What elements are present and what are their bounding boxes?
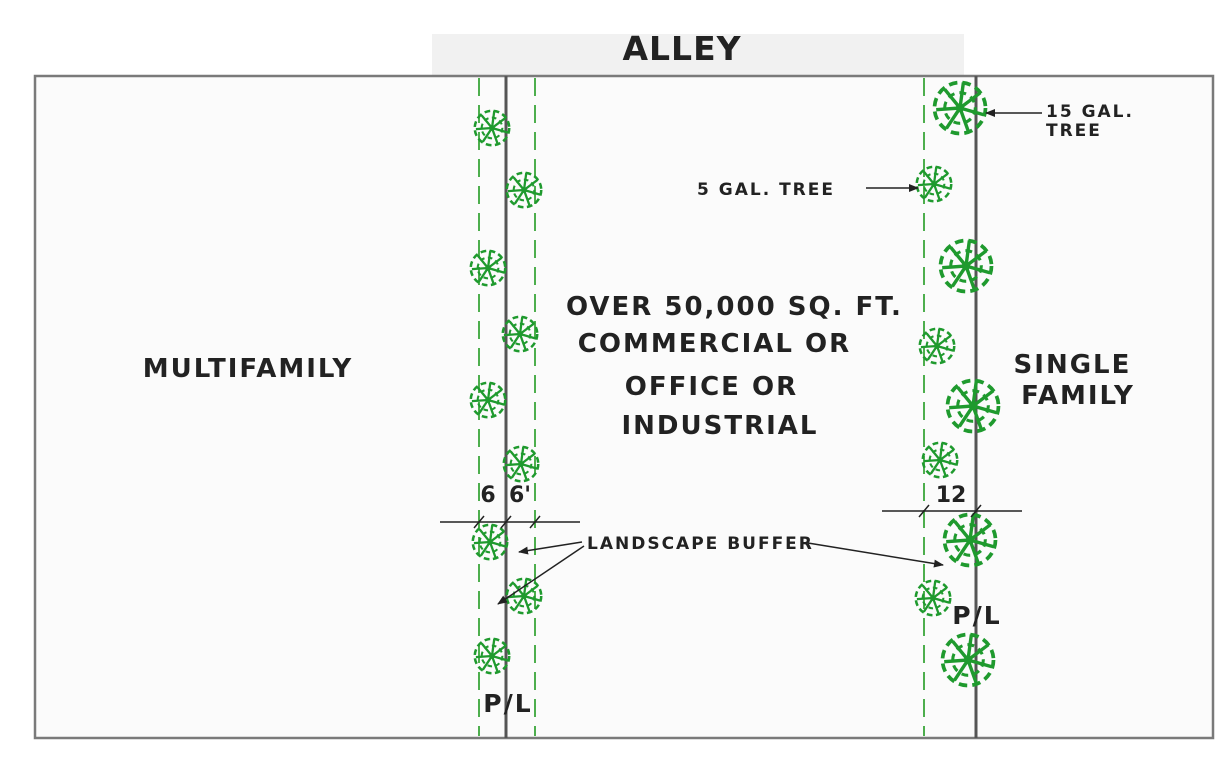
annotation-5-gal-tree: 5 GAL. TREE xyxy=(697,180,835,200)
alley-strip xyxy=(432,34,964,76)
arrow-buffer-left-2 xyxy=(497,545,585,605)
annotation-15-gal-tree: 15 GAL. TREE xyxy=(1046,102,1142,141)
arrow-buffer-right xyxy=(807,542,944,568)
zone-center-line-3: OFFICE OR xyxy=(625,372,798,402)
zone-center-line-4: INDUSTRIAL xyxy=(622,411,819,441)
zone-right-line-1: SINGLE xyxy=(1014,350,1132,380)
alley-label: ALLEY xyxy=(622,29,741,68)
dimension-label-right: 12 xyxy=(936,483,967,508)
dimension-left xyxy=(440,515,580,529)
annotation-15-line-2: TREE xyxy=(1046,121,1102,141)
zone-right-line-2: FAMILY xyxy=(1021,381,1135,411)
zone-center-line-2: COMMERCIAL OR xyxy=(578,329,851,359)
dimension-label-left-b: 6' xyxy=(509,483,531,508)
annotation-15-line-1: 15 GAL. xyxy=(1046,102,1134,122)
site-outline xyxy=(33,74,1215,740)
zone-center-line-1: OVER 50,000 SQ. FT. xyxy=(566,292,903,322)
property-line-label-right: P/L xyxy=(952,601,1001,630)
zone-label-center: OVER 50,000 SQ. FT. COMMERCIAL OR OFFICE… xyxy=(566,292,914,441)
dimension-right xyxy=(882,504,1022,518)
property-line-label-left: P/L xyxy=(483,689,532,718)
zone-label-single-family: SINGLE FAMILY xyxy=(1014,350,1143,411)
annotation-landscape-buffer: LANDSCAPE BUFFER xyxy=(587,534,814,554)
dimension-label-left-a: 6 xyxy=(480,483,495,508)
zone-label-multifamily: MULTIFAMILY xyxy=(143,354,353,384)
arrow-buffer-left-1 xyxy=(518,541,583,555)
